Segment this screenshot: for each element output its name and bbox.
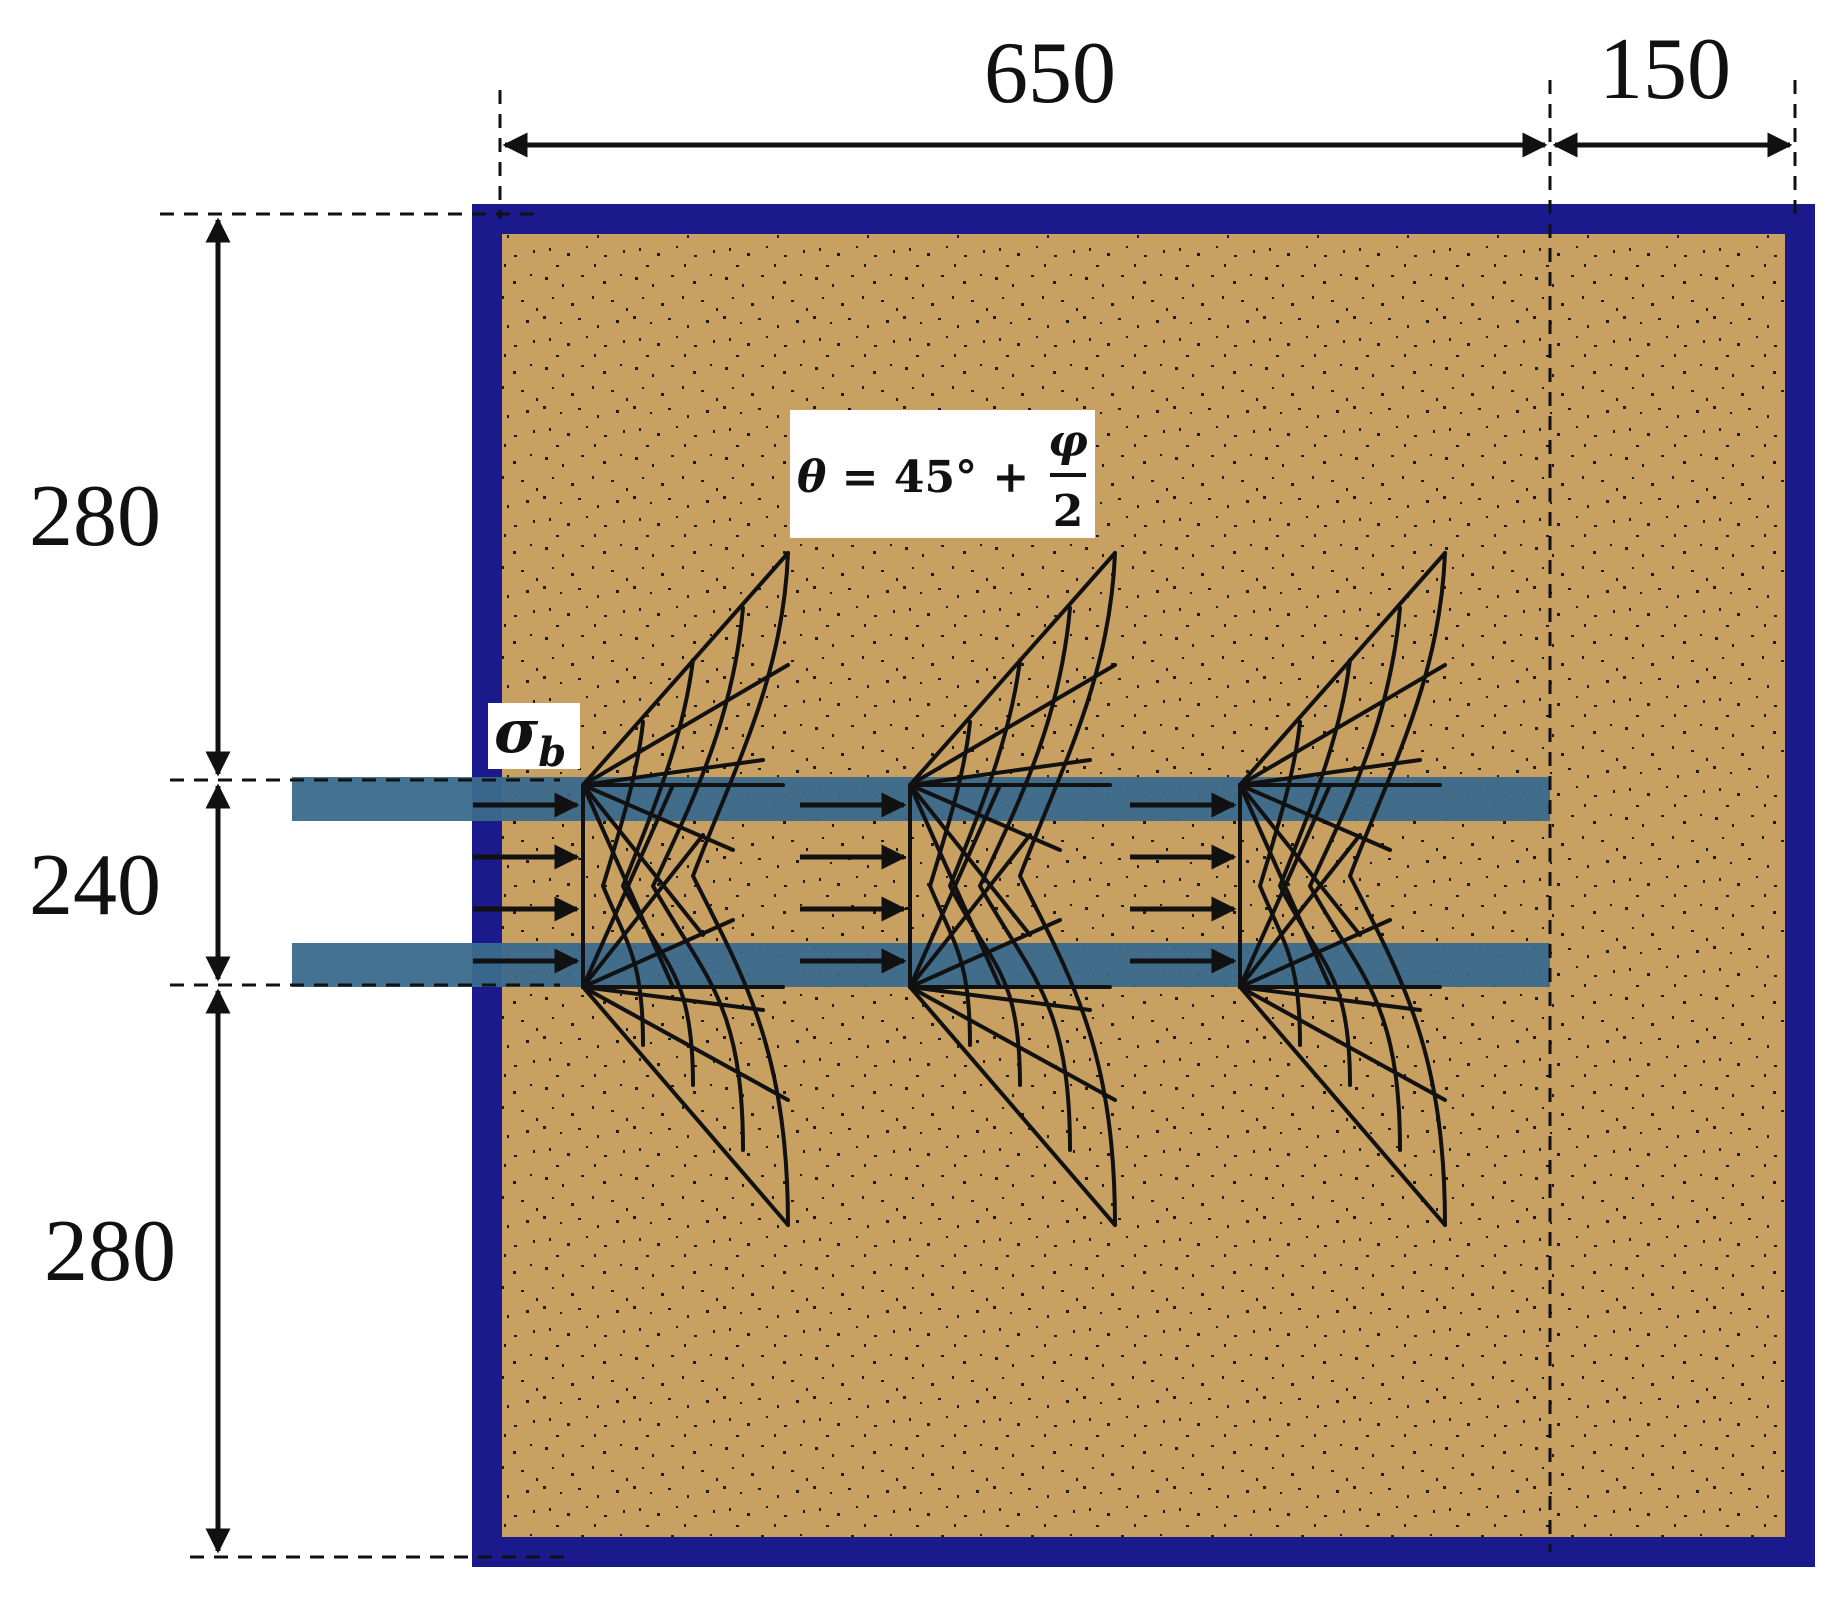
failure-zone [581,551,790,1227]
inner-curve [1277,658,1352,1087]
radial-line [908,663,1117,787]
inner-curve [650,606,745,1152]
stress-label-bg [488,703,580,769]
dimension-150: 150 [1599,21,1731,118]
lower-wedge-edge [908,985,1117,1227]
inner-curve [927,720,972,1047]
outer-boundary-curve [1347,551,1447,1227]
formula-theta: θ [797,452,827,503]
formula-body: = 45° + [826,452,1029,503]
stress-label: σb [494,697,566,776]
radial-line [1238,758,1422,787]
radial-line [1238,833,1362,989]
outer-boundary-curve [690,551,790,1227]
radial-line [1238,663,1447,787]
radial-line [581,833,705,989]
inner-curve [977,606,1072,1152]
upper-wedge-edge [1238,551,1447,787]
radial-line [908,918,1062,989]
radial-line [581,758,765,787]
stress-symbol: σ [494,697,539,767]
box-frame [472,204,1815,1567]
radial-line [581,783,675,989]
dimension-650: 650 [984,25,1116,122]
top-dimension-lines [498,80,1797,219]
radial-line [1238,985,1422,1012]
radial-line [908,783,1002,989]
inner-curve [947,658,1022,1087]
inner-curve [620,658,695,1087]
radial-line [1238,918,1392,989]
left-dimension-lines [160,212,565,1559]
inner-curve [1307,606,1402,1152]
dimension-280-upper: 280 [29,468,161,565]
inner-curve [1257,720,1302,1047]
radial-line [1238,985,1447,1102]
failure-zones [473,551,1447,1227]
stress-subscript: b [538,729,566,776]
radial-line [581,985,790,1102]
formula: θ = 45° + φ 2 [797,416,1088,537]
radial-line [1238,783,1362,937]
radial-line [581,663,790,787]
radial-line [908,985,1117,1102]
radial-line [908,833,1032,989]
radial-line [581,918,735,989]
load-arrows [1130,792,1237,974]
radial-line [581,985,765,1012]
inner-curve [600,720,645,1047]
soil-box [487,219,1800,1552]
radial-line [581,783,705,937]
load-arrows [800,792,907,974]
formula-bg [790,410,1095,538]
radial-line [908,783,1032,937]
failure-zone [908,551,1117,1227]
load-arrows [473,792,580,974]
upper-wedge-edge [908,551,1117,787]
formula-numerator: φ [1048,416,1088,467]
svg-text:θ = 45° +: θ = 45° + [797,452,1029,503]
dimension-240: 240 [29,837,161,934]
failure-zone [1238,551,1447,1227]
outer-boundary-curve [1017,551,1117,1227]
lower-wedge-edge [581,985,790,1227]
radial-line [908,758,1092,787]
lower-wedge-edge [1238,985,1447,1227]
dimension-280-lower: 280 [44,1203,176,1300]
formula-denominator: 2 [1053,486,1084,537]
upper-wedge-edge [581,551,790,787]
radial-line [908,985,1092,1012]
radial-line [1238,783,1332,989]
